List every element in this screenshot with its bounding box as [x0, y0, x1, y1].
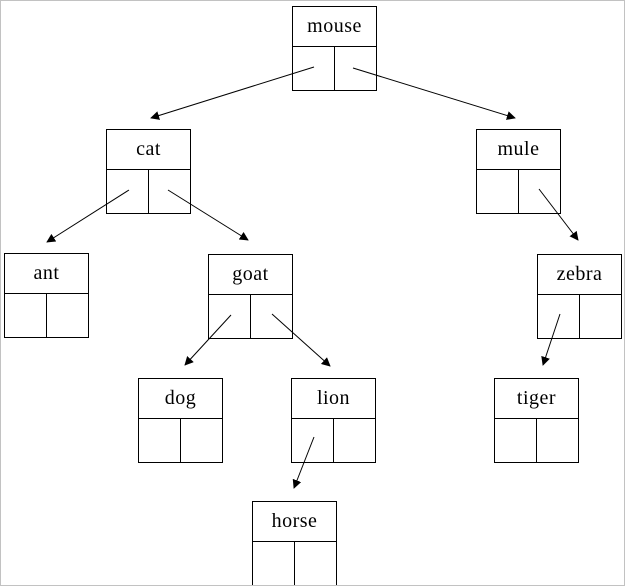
pointer-cells	[5, 294, 88, 337]
pointer-cells	[139, 419, 222, 462]
left-pointer-cell	[538, 295, 580, 338]
pointer-cells	[253, 542, 336, 585]
node-label: goat	[209, 255, 292, 295]
node-label: cat	[107, 130, 190, 170]
node-label: ant	[5, 254, 88, 294]
tree-node-lion: lion	[291, 378, 376, 463]
pointer-cells	[538, 295, 621, 338]
pointer-cells	[477, 170, 560, 213]
pointer-cells	[209, 295, 292, 338]
tree-node-tiger: tiger	[494, 378, 579, 463]
left-pointer-cell	[477, 170, 519, 213]
left-pointer-cell	[495, 419, 537, 462]
right-pointer-cell	[519, 170, 560, 213]
left-pointer-cell	[107, 170, 149, 213]
pointer-cells	[293, 47, 376, 90]
left-pointer-cell	[253, 542, 295, 585]
left-pointer-cell	[209, 295, 251, 338]
tree-node-dog: dog	[138, 378, 223, 463]
edge-mouse-right-mule	[352, 67, 516, 120]
node-label: mouse	[293, 7, 376, 47]
right-pointer-cell	[251, 295, 292, 338]
left-pointer-cell	[293, 47, 335, 90]
right-pointer-cell	[47, 294, 88, 337]
tree-node-ant: ant	[4, 253, 89, 338]
edge-mouse-left-cat	[150, 66, 315, 120]
right-pointer-cell	[335, 47, 376, 90]
pointer-cells	[292, 419, 375, 462]
tree-node-zebra: zebra	[537, 254, 622, 339]
node-label: lion	[292, 379, 375, 419]
right-pointer-cell	[537, 419, 578, 462]
tree-node-goat: goat	[208, 254, 293, 339]
node-label: horse	[253, 502, 336, 542]
node-label: mule	[477, 130, 560, 170]
right-pointer-cell	[149, 170, 190, 213]
tree-node-mouse: mouse	[292, 6, 377, 91]
node-label: tiger	[495, 379, 578, 419]
left-pointer-cell	[5, 294, 47, 337]
right-pointer-cell	[181, 419, 222, 462]
right-pointer-cell	[295, 542, 336, 585]
node-label: dog	[139, 379, 222, 419]
right-pointer-cell	[580, 295, 621, 338]
tree-node-mule: mule	[476, 129, 561, 214]
pointer-cells	[107, 170, 190, 213]
left-pointer-cell	[139, 419, 181, 462]
pointer-cells	[495, 419, 578, 462]
node-label: zebra	[538, 255, 621, 295]
left-pointer-cell	[292, 419, 334, 462]
tree-node-cat: cat	[106, 129, 191, 214]
tree-node-horse: horse	[252, 501, 337, 585]
right-pointer-cell	[334, 419, 375, 462]
